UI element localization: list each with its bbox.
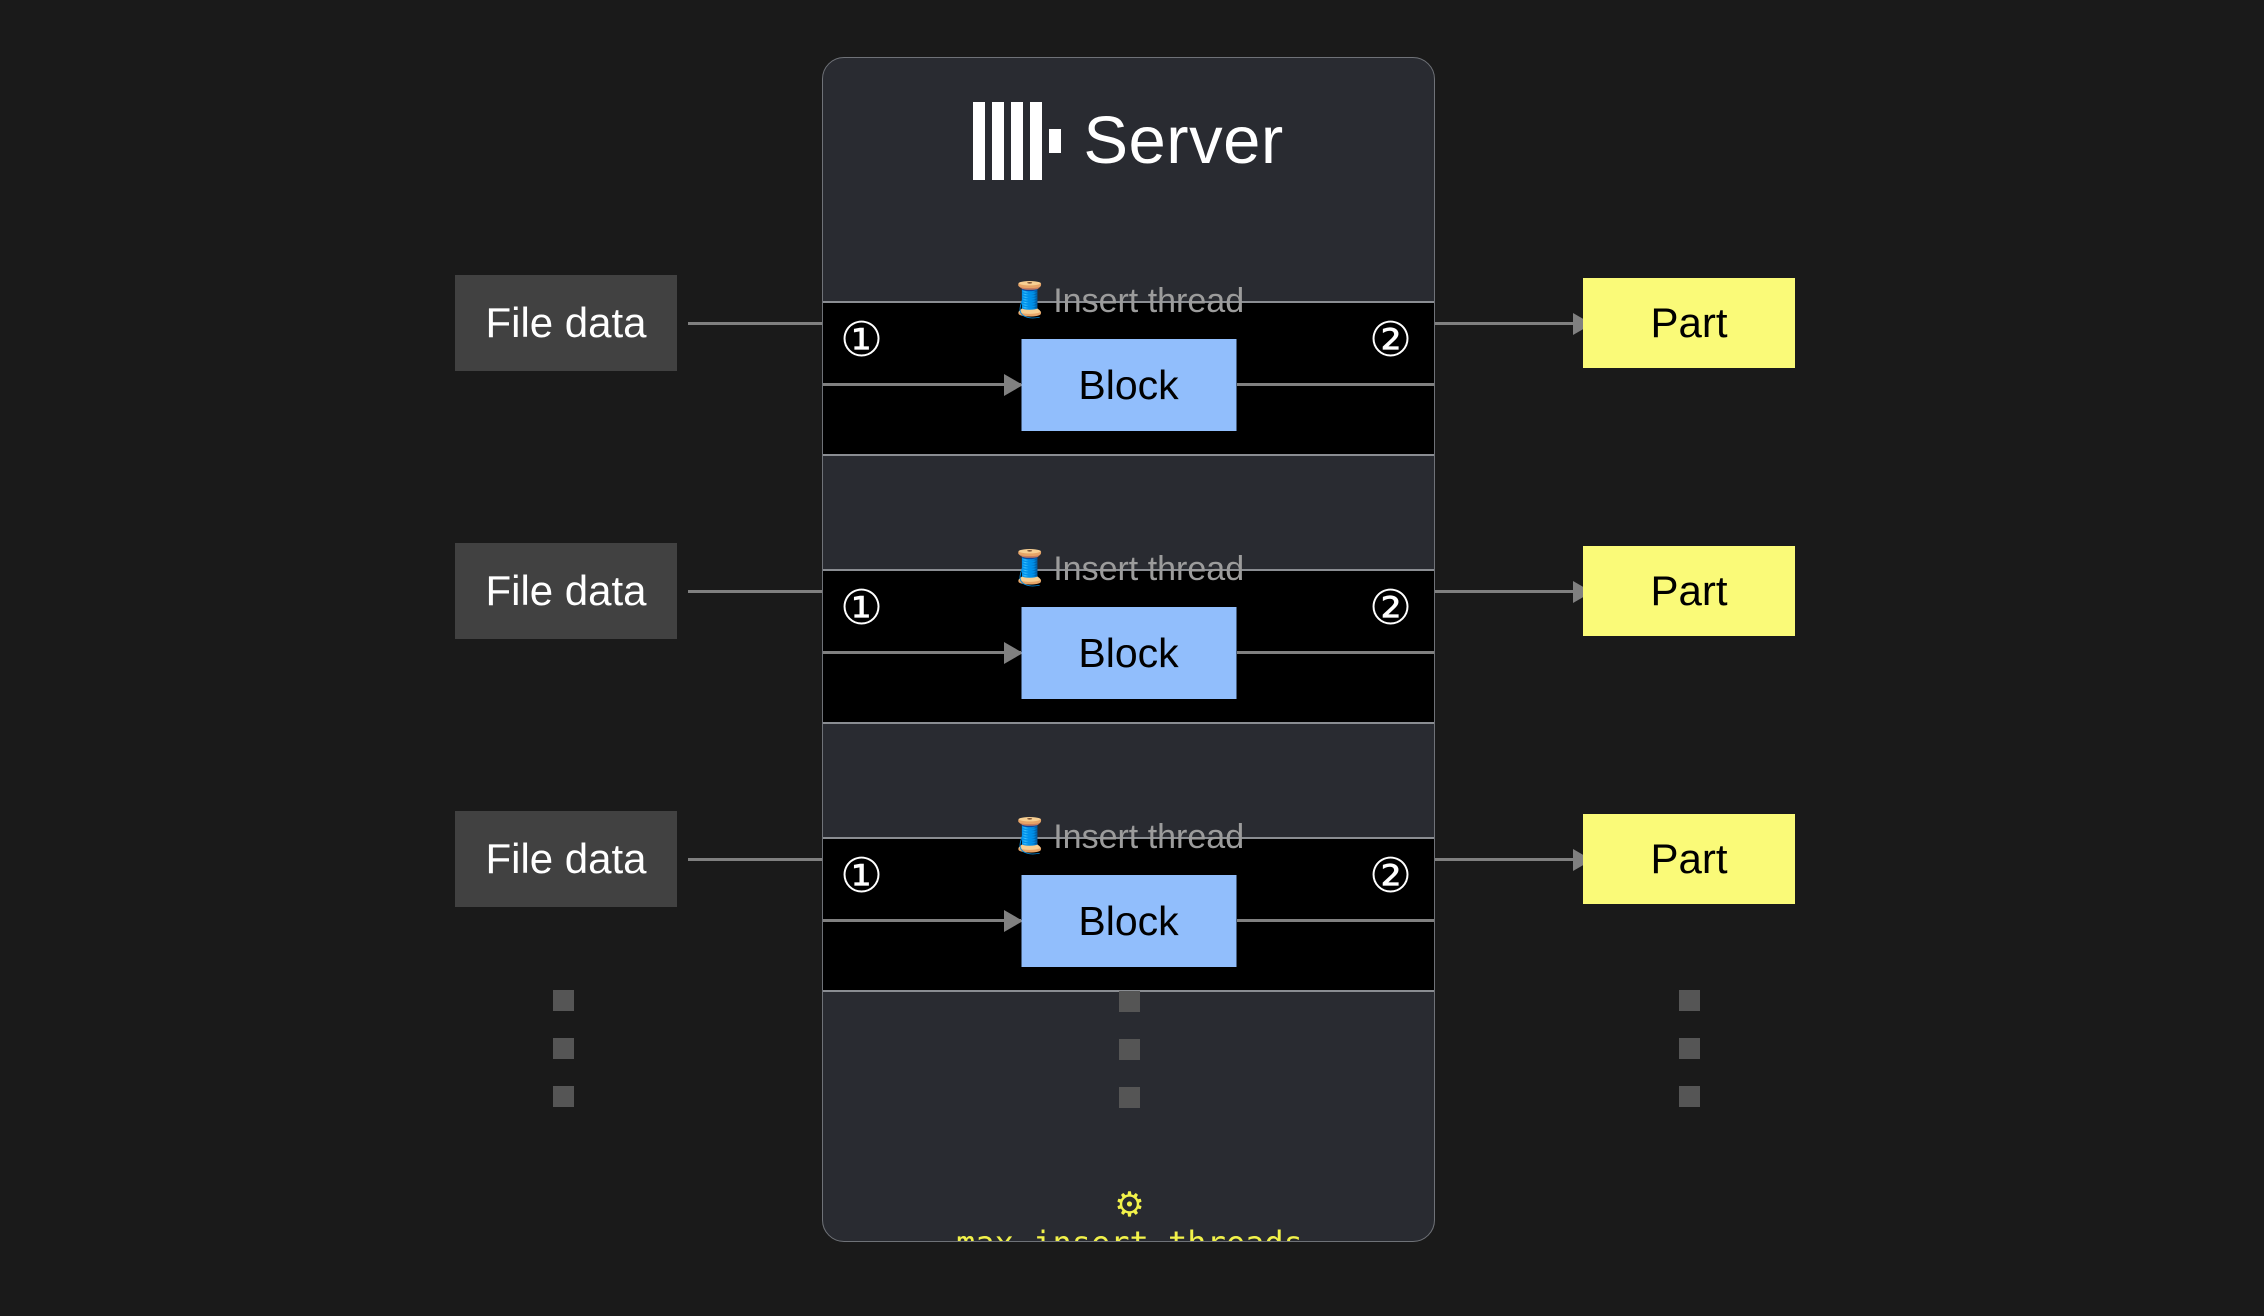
ellipsis-square [553,1038,574,1059]
block-box-2: Block [1021,607,1236,699]
part-box-3: Part [1583,814,1795,904]
block-label: Block [1078,897,1179,944]
ellipsis-square [1679,1038,1700,1059]
part-label: Part [1650,299,1728,346]
ellipsis-square [1679,990,1700,1011]
insert-thread-row-3: ① ② Block [823,837,1434,992]
file-data-label: File data [485,835,647,882]
part-label: Part [1650,567,1728,614]
file-data-box-3: File data [455,811,677,907]
part-box-1: Part [1583,278,1795,368]
arrow-file-to-server-2 [688,590,828,593]
ellipsis-column-right [1679,990,1700,1107]
ellipsis-square [1679,1086,1700,1107]
block-box-1: Block [1021,339,1236,431]
arrow-out-of-block-1 [1237,383,1434,386]
step-marker-out: ② [1368,850,1412,903]
arrow-into-block-3 [823,910,1023,932]
file-data-label: File data [485,567,647,614]
arrow-into-block-2 [823,642,1023,664]
server-panel: Server ① ② Block ① ② Block ① ② [822,57,1435,1242]
max-insert-threads-label: max_insert_threads [956,1225,1303,1241]
ellipsis-column-left [553,990,574,1107]
arrow-file-to-server-3 [688,858,828,861]
insert-thread-row-1: ① ② Block [823,301,1434,456]
step-marker-out: ② [1368,314,1412,367]
part-label: Part [1650,835,1728,882]
ellipsis-square [1119,1039,1140,1060]
gear-icon: ⚙ [1114,1186,1145,1224]
block-label: Block [1078,629,1179,676]
block-label: Block [1078,361,1179,408]
settings-note: ⚙ max_insert_threads [823,1186,1434,1241]
arrow-into-block-1 [823,374,1023,396]
file-data-box-2: File data [455,543,677,639]
ellipsis-square [553,990,574,1011]
block-box-3: Block [1021,875,1236,967]
file-data-label: File data [485,299,647,346]
server-title: Server [1083,103,1284,178]
ellipsis-column-center [1119,991,1140,1108]
step-marker-in: ① [840,314,884,367]
arrow-server-to-part-3 [1430,849,1592,871]
step-marker-in: ① [840,582,884,635]
ellipsis-square [1119,1087,1140,1108]
ellipsis-square [1119,991,1140,1012]
clickhouse-logo-icon [973,101,1062,180]
arrow-file-to-server-1 [688,322,828,325]
arrow-out-of-block-3 [1237,919,1434,922]
ellipsis-square [553,1086,574,1107]
step-marker-in: ① [840,850,884,903]
part-box-2: Part [1583,546,1795,636]
step-marker-out: ② [1368,582,1412,635]
arrow-server-to-part-1 [1430,313,1592,335]
arrow-server-to-part-2 [1430,581,1592,603]
insert-thread-row-2: ① ② Block [823,569,1434,724]
server-header: Server [823,58,1434,223]
file-data-box-1: File data [455,275,677,371]
arrow-out-of-block-2 [1237,651,1434,654]
